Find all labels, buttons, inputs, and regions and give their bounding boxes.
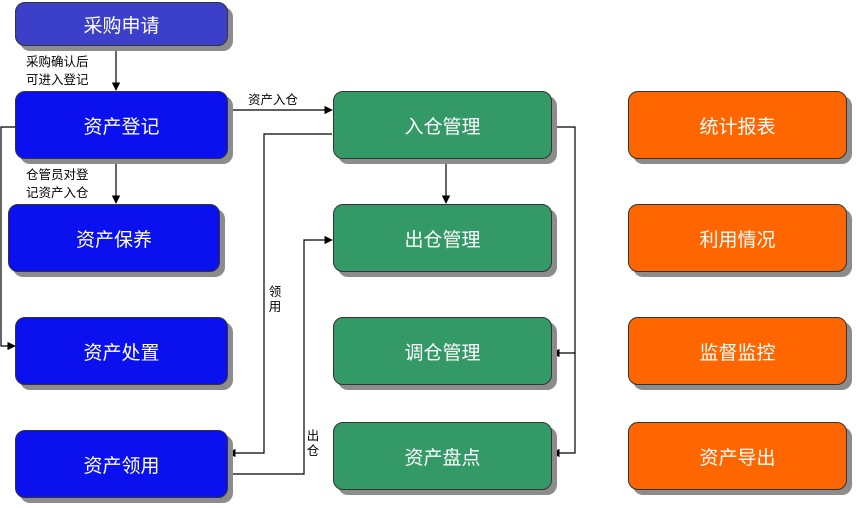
edge-label-claim: 领用	[268, 284, 282, 314]
asset-inventory-node[interactable]: 资产盘点	[333, 422, 552, 490]
supervision-node[interactable]: 监督监控	[628, 317, 847, 385]
edge-in-to-claim	[227, 133, 332, 458]
asset-register-node[interactable]: 资产登记	[15, 91, 228, 159]
edge-claim-to-out	[228, 235, 333, 475]
edge-in-to-inventory	[551, 353, 576, 458]
edge-label-out: 出仓	[306, 428, 320, 458]
asset-disposal-node[interactable]: 资产处置	[15, 317, 228, 385]
edge-label-to-warehouse: 资产入仓	[248, 92, 299, 107]
warehouse-transfer-node[interactable]: 调仓管理	[333, 317, 552, 385]
stat-report-node[interactable]: 统计报表	[628, 91, 847, 159]
edge-in-to-transfer	[551, 126, 576, 358]
asset-maintenance-node[interactable]: 资产保养	[8, 204, 220, 272]
purchase-request-node[interactable]: 采购申请	[15, 2, 228, 46]
edge-register-to-disposal	[0, 126, 16, 351]
edge-label-keeper-line1: 仓管员对登	[26, 167, 89, 182]
edge-label-confirm-line2: 可进入登记	[26, 72, 89, 87]
usage-status-node[interactable]: 利用情况	[628, 204, 847, 272]
edge-label-confirm-line1: 采购确认后	[26, 54, 89, 69]
edge-label-keeper-line2: 记资产入仓	[26, 185, 89, 200]
asset-claim-node[interactable]: 资产领用	[15, 430, 228, 498]
asset-export-node[interactable]: 资产导出	[628, 422, 847, 490]
warehouse-in-node[interactable]: 入仓管理	[333, 91, 552, 159]
warehouse-out-node[interactable]: 出仓管理	[333, 204, 552, 272]
